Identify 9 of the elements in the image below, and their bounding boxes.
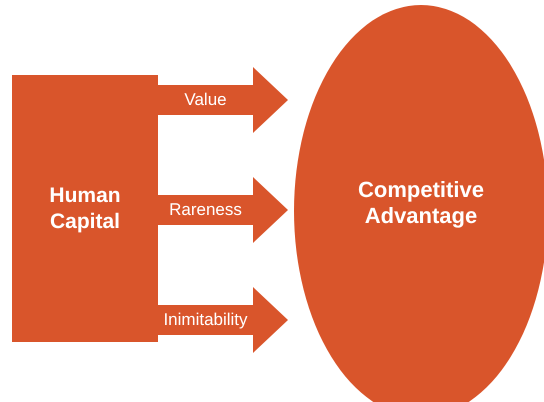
edge-label: Rareness <box>169 200 242 220</box>
block-arrow <box>158 67 288 133</box>
node-label: Human Capital <box>48 183 122 234</box>
edge-label: Inimitability <box>163 310 248 330</box>
block-arrow <box>158 287 288 353</box>
block-arrow <box>158 177 288 243</box>
edge-label: Value <box>184 90 227 110</box>
node-label: Competitive Advantage <box>357 176 485 230</box>
rectangle-node <box>12 75 158 342</box>
